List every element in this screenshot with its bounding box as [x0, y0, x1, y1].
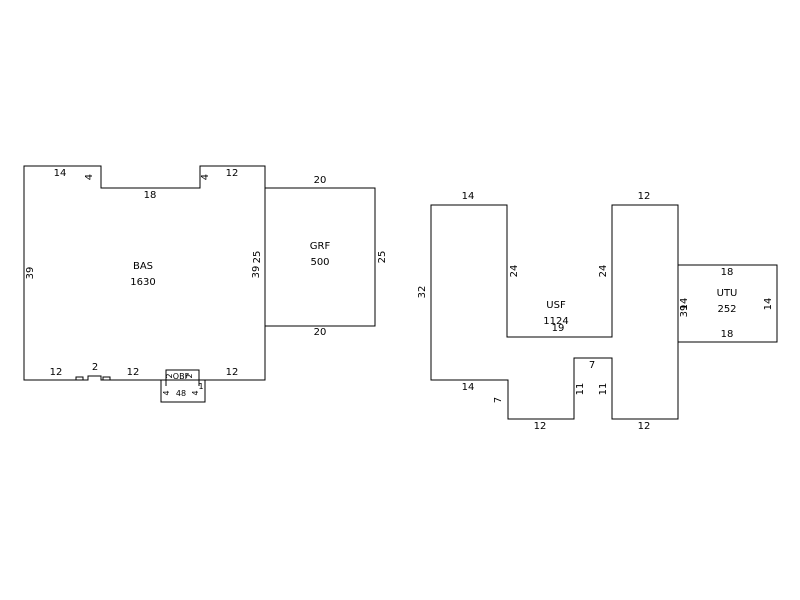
bas-bump-ticks	[75, 376, 111, 380]
usf-dim-bottom-left-step: 7	[493, 397, 504, 403]
usf-dim-notch-right: 11	[598, 383, 609, 396]
area-obf: OBF 48 4 4 2 2 1	[160, 372, 206, 403]
bas-dim-bottom-mid: 12	[127, 367, 140, 378]
bas-code: BAS	[133, 261, 153, 272]
grf-code: GRF	[310, 241, 331, 252]
utu-dim-bottom: 18	[721, 329, 734, 340]
usf-dim-bottom-right: 12	[638, 421, 651, 432]
bas-dim-notch-left: 4	[84, 174, 95, 180]
area-utu: UTU 252 18 18 14 14	[677, 264, 778, 343]
obf-dim-side-right: 2	[185, 373, 194, 378]
bas-dim-notch-bottom: 18	[144, 190, 157, 201]
grf-area: 500	[310, 257, 329, 268]
obf-dim-left: 4	[162, 390, 171, 395]
usf-area: 1124	[543, 316, 568, 327]
usf-dim-bottom-left: 12	[534, 421, 547, 432]
utu-dim-right: 14	[763, 298, 774, 311]
usf-dim-inner-right: 24	[598, 265, 609, 278]
bas-dim-notch-right: 4	[200, 174, 211, 180]
bas-dim-right: 39	[251, 266, 262, 279]
bas-area: 1630	[130, 277, 155, 288]
usf-code: USF	[546, 300, 566, 311]
utu-dim-left: 14	[679, 298, 690, 311]
obf-dim-side-left: 2	[165, 373, 174, 378]
bas-dim-bottom-left: 12	[50, 367, 63, 378]
usf-dim-right: 39	[679, 305, 690, 318]
grf-dim-bottom: 20	[314, 327, 327, 338]
utu-area: 252	[717, 304, 736, 315]
bas-dim-bump: 2	[92, 362, 98, 373]
grf-outline[interactable]	[264, 187, 376, 327]
obf-dim-right: 4	[191, 390, 200, 395]
obf-outline[interactable]	[160, 379, 206, 403]
obf-area: 48	[176, 389, 186, 398]
bas-dim-top-right: 12	[226, 168, 239, 179]
usf-dim-inner-bottom: 19	[552, 323, 565, 334]
usf-dim-inner-left: 24	[509, 265, 520, 278]
utu-outline[interactable]	[677, 264, 778, 343]
usf-dim-bottom-left-top: 14	[462, 382, 475, 393]
usf-dim-top-left: 14	[462, 191, 475, 202]
obf-dim-tag: 1	[198, 382, 203, 391]
grf-dim-right: 25	[377, 251, 388, 264]
area-usf: USF 1124 14 24 24 12 32 19 14 7 12 7 11 …	[417, 191, 690, 432]
obf-inner-lines	[165, 380, 200, 386]
bas-dim-bottom-right: 12	[226, 367, 239, 378]
area-grf: GRF 500 20 20 25 25	[252, 175, 388, 338]
usf-dim-left: 32	[417, 286, 428, 299]
area-bas: BAS 1630 14 4 18 4 12 39 39 12 2 12 12	[23, 165, 266, 381]
grf-dim-left: 25	[252, 251, 263, 264]
bas-outline[interactable]	[23, 165, 266, 381]
utu-code: UTU	[717, 288, 738, 299]
bas-dim-top-left: 14	[54, 168, 67, 179]
bas-dim-left: 39	[25, 267, 36, 280]
usf-outline[interactable]	[430, 204, 679, 420]
grf-dim-top: 20	[314, 175, 327, 186]
usf-dim-notch-top: 7	[589, 360, 595, 371]
obf-code: OBF	[173, 372, 190, 381]
utu-dim-top: 18	[721, 267, 734, 278]
usf-dim-top-right: 12	[638, 191, 651, 202]
usf-dim-notch-left: 11	[575, 383, 586, 396]
